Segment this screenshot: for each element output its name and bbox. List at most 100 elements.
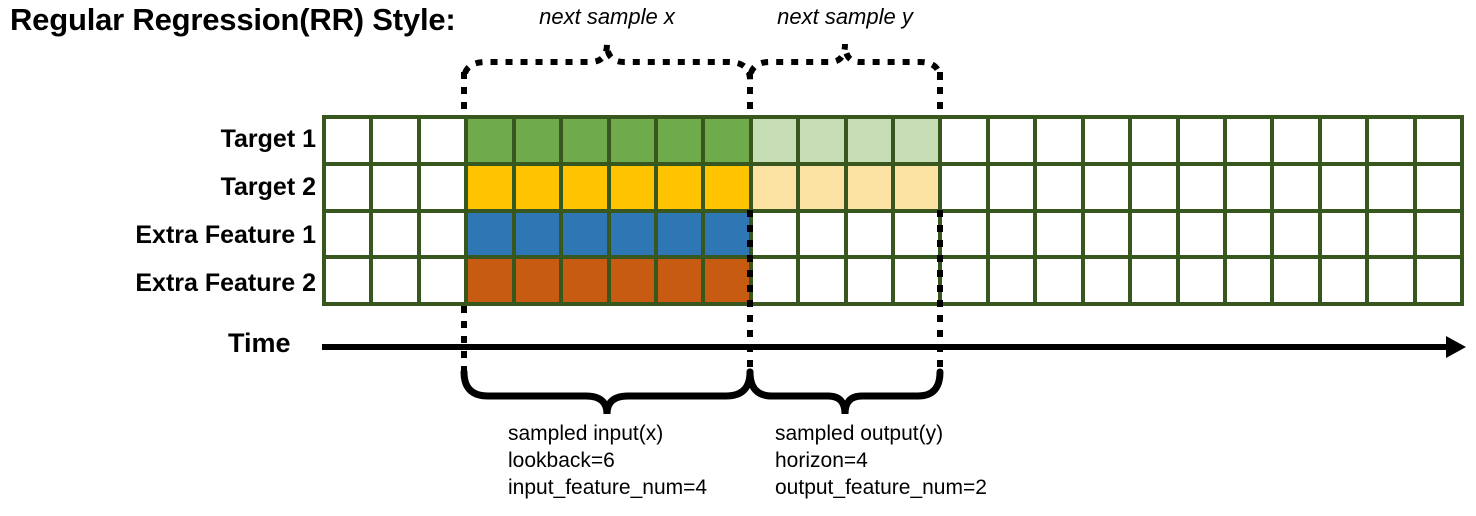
sampled-output-title: sampled output(y) bbox=[775, 422, 944, 445]
grid-cell bbox=[1321, 212, 1366, 256]
grid-cell bbox=[1369, 259, 1413, 302]
grid-cell bbox=[657, 165, 702, 209]
grid-cell bbox=[752, 212, 797, 256]
grid-cell bbox=[610, 259, 654, 302]
grid-cell bbox=[1132, 119, 1176, 162]
grid-cell bbox=[895, 165, 939, 209]
grid-cell bbox=[705, 119, 749, 162]
grid-cell bbox=[610, 212, 654, 256]
grid-cell bbox=[1369, 212, 1413, 256]
grid-cell bbox=[468, 259, 512, 302]
grid-cell bbox=[1132, 165, 1176, 209]
grid-cell bbox=[989, 119, 1034, 162]
grid-cell bbox=[563, 119, 607, 162]
row-label-extra-feature-1: Extra Feature 1 bbox=[135, 221, 316, 249]
grid-cell bbox=[1369, 165, 1413, 209]
grid-cell bbox=[657, 259, 702, 302]
grid-cell bbox=[705, 212, 749, 256]
grid-cell bbox=[420, 212, 465, 256]
grid-cell bbox=[847, 212, 891, 256]
grid-cell bbox=[1274, 212, 1318, 256]
grid-cell bbox=[1274, 259, 1318, 302]
grid-cell bbox=[1179, 165, 1223, 209]
grid-cell bbox=[800, 165, 844, 209]
grid-cell bbox=[515, 119, 560, 162]
grid-cell bbox=[1321, 165, 1366, 209]
grid-cell bbox=[705, 259, 749, 302]
grid-cell bbox=[895, 119, 939, 162]
grid-cell bbox=[800, 259, 844, 302]
annotation-sampled-input: sampled input(x) lookback=6 input_featur… bbox=[508, 420, 707, 501]
grid-cell bbox=[895, 212, 939, 256]
grid-cell bbox=[610, 119, 654, 162]
grid-cell bbox=[1179, 212, 1223, 256]
grid-cell bbox=[847, 259, 891, 302]
annotation-sampled-output: sampled output(y) horizon=4 output_featu… bbox=[775, 420, 987, 501]
grid-cell bbox=[1416, 259, 1460, 302]
grid-cell bbox=[1084, 165, 1129, 209]
grid-cell bbox=[942, 119, 986, 162]
grid-cell bbox=[1037, 259, 1081, 302]
grid-cell bbox=[752, 259, 797, 302]
grid-cell bbox=[657, 212, 702, 256]
grid-cell bbox=[468, 165, 512, 209]
page-title: Regular Regression(RR) Style: bbox=[10, 2, 456, 37]
grid-cell bbox=[1369, 119, 1413, 162]
grid-cell bbox=[515, 212, 560, 256]
grid-cell bbox=[1226, 212, 1271, 256]
sampled-input-lookback: lookback=6 bbox=[508, 449, 615, 472]
grid-cell bbox=[373, 259, 417, 302]
grid-cell bbox=[989, 165, 1034, 209]
time-axis-arrow bbox=[322, 336, 1466, 358]
sampled-output-horizon: horizon=4 bbox=[775, 449, 868, 472]
grid-cell bbox=[1037, 212, 1081, 256]
grid-cell bbox=[942, 259, 986, 302]
annotation-next-sample-y: next sample y bbox=[777, 4, 913, 29]
grid-cell bbox=[1132, 212, 1176, 256]
grid-cell bbox=[895, 259, 939, 302]
annotation-next-sample-x: next sample x bbox=[539, 4, 675, 29]
grid-cell bbox=[847, 165, 891, 209]
grid-cell bbox=[1274, 119, 1318, 162]
grid-cell bbox=[1416, 119, 1460, 162]
grid-cell bbox=[1084, 119, 1129, 162]
grid-cell bbox=[847, 119, 891, 162]
timeseries-grid bbox=[322, 115, 1464, 306]
grid-cell bbox=[989, 212, 1034, 256]
grid-cell bbox=[468, 119, 512, 162]
grid-cell bbox=[326, 165, 370, 209]
grid-cell bbox=[420, 259, 465, 302]
grid-cell bbox=[373, 165, 417, 209]
grid-cell bbox=[563, 259, 607, 302]
grid-cell bbox=[989, 259, 1034, 302]
grid-cell bbox=[705, 165, 749, 209]
grid-cell bbox=[373, 212, 417, 256]
grid-cell bbox=[1037, 119, 1081, 162]
row-label-extra-feature-2: Extra Feature 2 bbox=[135, 269, 316, 297]
grid-cell bbox=[515, 165, 560, 209]
grid-cell bbox=[1321, 119, 1366, 162]
grid-cell bbox=[752, 165, 797, 209]
sampled-input-feature-num: input_feature_num=4 bbox=[508, 476, 708, 499]
grid-cell bbox=[1179, 119, 1223, 162]
grid-cell bbox=[657, 119, 702, 162]
grid-cell bbox=[563, 165, 607, 209]
grid-cell bbox=[942, 212, 986, 256]
grid-cell bbox=[1084, 212, 1129, 256]
grid-cell bbox=[1179, 259, 1223, 302]
grid-cell bbox=[1226, 119, 1271, 162]
grid-cell bbox=[326, 119, 370, 162]
grid-cell bbox=[420, 119, 465, 162]
grid-cell bbox=[942, 165, 986, 209]
grid-cell bbox=[1132, 259, 1176, 302]
grid-cell bbox=[752, 119, 797, 162]
sampled-input-title: sampled input(x) bbox=[508, 422, 664, 445]
row-label-target-1: Target 1 bbox=[220, 125, 316, 153]
grid-cell bbox=[800, 212, 844, 256]
row-label-target-2: Target 2 bbox=[220, 173, 316, 201]
grid-cell bbox=[420, 165, 465, 209]
sampled-output-feature-num: output_feature_num=2 bbox=[775, 476, 987, 499]
grid-cell bbox=[326, 259, 370, 302]
time-axis-label: Time bbox=[228, 328, 291, 358]
grid-cell bbox=[1416, 212, 1460, 256]
